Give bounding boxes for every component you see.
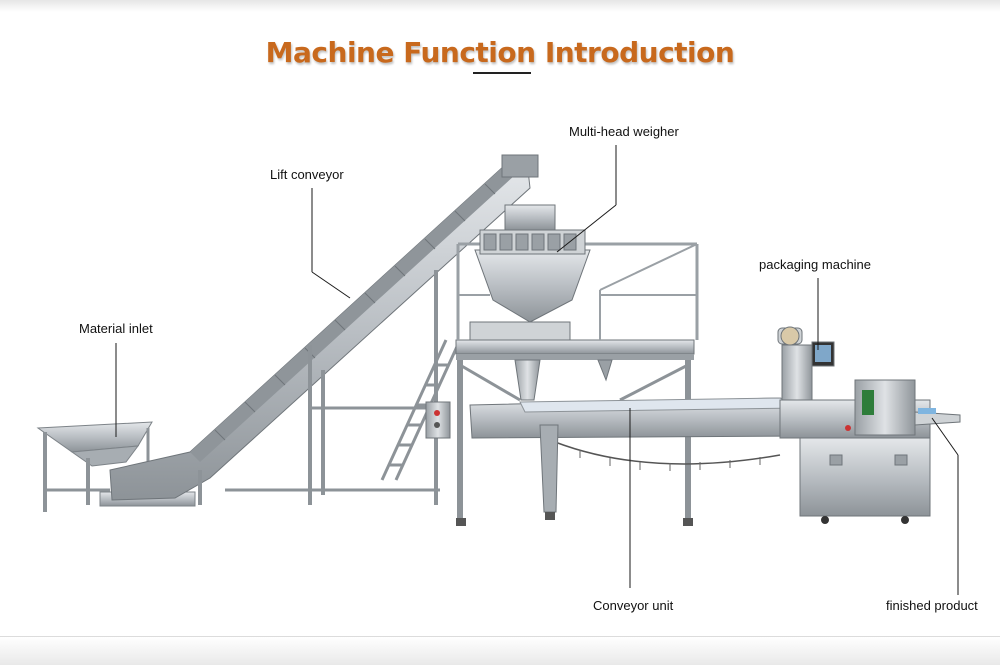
label-finished-product: finished product (886, 598, 978, 613)
packaging-machine (777, 326, 961, 524)
control-switch-icon (434, 422, 440, 428)
leader-multi-head-weigher-diag (556, 204, 617, 253)
page-title: Machine Function Introduction (265, 36, 735, 69)
label-multi-head-weigher: Multi-head weigher (569, 124, 679, 139)
label-lift-conveyor: Lift conveyor (270, 167, 344, 182)
conveyor-unit (456, 397, 811, 526)
control-box (425, 401, 451, 439)
leader-finished-product-diag (931, 417, 959, 456)
lift-conveyor (109, 154, 539, 505)
label-packaging-machine: packaging machine (759, 257, 872, 272)
label-material-inlet: Material inlet (79, 321, 153, 336)
callout-leaders (115, 145, 959, 595)
multi-head-weigher (469, 204, 613, 401)
control-button-icon (434, 410, 440, 416)
bottom-frame-band (0, 636, 1000, 665)
label-conveyor-unit: Conveyor unit (593, 598, 674, 613)
leader-lift-conveyor-diag (311, 271, 351, 299)
material-inlet-hopper (36, 421, 196, 512)
top-frame-band (0, 0, 1000, 12)
title-underline (473, 72, 531, 74)
